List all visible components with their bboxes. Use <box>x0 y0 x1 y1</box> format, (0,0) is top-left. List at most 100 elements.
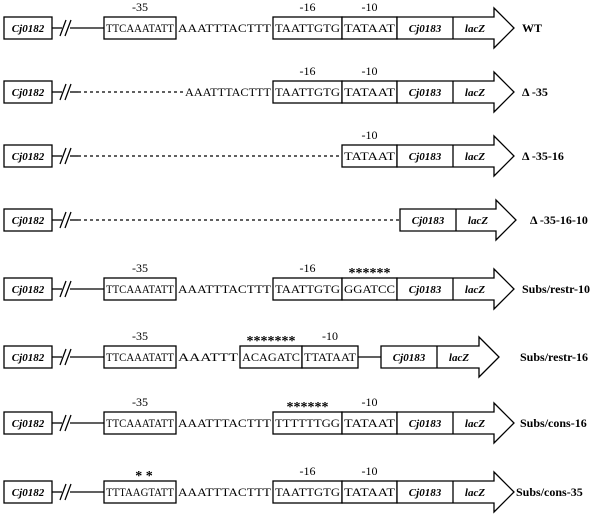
reporter-gene-label: lacZ <box>465 284 485 296</box>
minus35-box-sequence: TTCAAATATT <box>106 352 174 364</box>
downstream-gene-label: Cj0183 <box>409 487 442 499</box>
downstream-gene-label: Cj0183 <box>409 284 442 296</box>
break-slash <box>64 83 72 101</box>
break-slash <box>59 483 67 501</box>
minus10-box-sequence: TTATAAT <box>304 352 356 364</box>
upstream-gene-label: Cj0182 <box>12 151 45 163</box>
reporter-arrow <box>396 470 515 514</box>
upstream-gene-label: Cj0182 <box>12 284 45 296</box>
reporter-arrow <box>396 70 515 114</box>
break-slash <box>59 83 67 101</box>
minus10-marker: -10 <box>322 329 338 343</box>
minus35-box-sequence: TTTAAGTATT <box>106 487 174 499</box>
construct-row: Cj0182 Cj0183 lacZ Δ -35-16-10 <box>3 198 588 242</box>
downstream-gene-label: Cj0183 <box>409 418 442 430</box>
minus16-marker: -16 <box>300 64 316 78</box>
minus10-marker: -10 <box>362 0 378 14</box>
construct-label: Δ -35-16 <box>522 149 564 163</box>
downstream-gene-label: Cj0183 <box>409 151 442 163</box>
break-slash <box>64 280 72 298</box>
minus16-box-sequence: TAATTGTG <box>275 23 340 35</box>
substitution-asterisks: ****** <box>349 266 391 281</box>
break-slash <box>59 19 67 37</box>
construct-label: Subs/restr-10 <box>522 282 590 296</box>
minus35-box <box>103 277 177 301</box>
spacer-sequence: AAATTTACTTT <box>185 87 271 99</box>
minus10-box-sequence: GGATCC <box>344 284 395 296</box>
minus10-box-sequence: TATAAT <box>344 87 395 99</box>
construct-label: Subs/restr-16 <box>520 350 588 364</box>
break-slash <box>59 147 67 165</box>
reporter-arrow <box>396 6 515 50</box>
reporter-arrow <box>380 335 500 379</box>
reporter-gene-label: lacZ <box>465 151 485 163</box>
break-slash <box>64 211 72 229</box>
construct-label: Subs/cons-16 <box>520 416 587 430</box>
upstream-gene-label: Cj0182 <box>12 215 45 227</box>
construct-label: Δ -35-16-10 <box>530 213 588 227</box>
spacer-sequence: AAATTTACTTT <box>178 418 271 430</box>
spacer-sequence: AAATTTACTTT <box>178 284 271 296</box>
minus10-box-sequence: TATAAT <box>344 487 395 499</box>
reporter-arrow <box>396 267 515 311</box>
reporter-arrow <box>396 401 515 445</box>
spacer-sequence: AAATTTACTTT <box>178 23 271 35</box>
minus16-marker: -16 <box>300 0 316 14</box>
construct-label: WT <box>522 21 542 35</box>
break-slash <box>59 211 67 229</box>
minus10-marker: -10 <box>362 395 378 409</box>
minus35-marker: -35 <box>132 0 148 14</box>
minus35-box-sequence: TTCAAATATT <box>106 284 174 296</box>
reporter-arrow <box>396 134 515 178</box>
minus10-box-sequence: TATAAT <box>344 151 395 163</box>
minus35-marker: -35 <box>132 261 148 275</box>
break-slash <box>64 147 72 165</box>
upstream-gene-label: Cj0182 <box>12 352 45 364</box>
minus35-marker: -35 <box>132 395 148 409</box>
downstream-gene-label: Cj0183 <box>409 23 442 35</box>
minus10-box-sequence: TATAAT <box>344 23 395 35</box>
reporter-gene-label: lacZ <box>465 87 485 99</box>
reporter-gene-label: lacZ <box>449 352 469 364</box>
minus35-box <box>103 16 177 40</box>
minus16-box-sequence: TAATTGTG <box>275 87 340 99</box>
downstream-gene-label: Cj0183 <box>393 352 426 364</box>
minus16-box-sequence: TTTTTTGG <box>275 418 340 430</box>
minus16-box-sequence: TAATTGTG <box>275 284 340 296</box>
minus35-box-sequence: TTCAAATATT <box>106 418 174 430</box>
substitution-asterisks: * * <box>135 469 153 484</box>
spacer-sequence: AAATTT <box>178 352 238 364</box>
break-slash <box>59 348 67 366</box>
break-slash <box>64 483 72 501</box>
reporter-gene-label: lacZ <box>468 215 488 227</box>
substitution-asterisks: ****** <box>287 400 329 415</box>
reporter-arrow <box>399 198 517 242</box>
minus10-marker: -10 <box>362 464 378 478</box>
construct-label: Δ -35 <box>522 85 548 99</box>
upstream-gene-label: Cj0182 <box>12 418 45 430</box>
upstream-gene-label: Cj0182 <box>12 487 45 499</box>
reporter-gene-label: lacZ <box>465 418 485 430</box>
minus10-marker: -10 <box>362 128 378 142</box>
downstream-gene-label: Cj0183 <box>409 87 442 99</box>
downstream-gene-label: Cj0183 <box>412 215 445 227</box>
upstream-gene-label: Cj0182 <box>12 87 45 99</box>
break-slash <box>59 280 67 298</box>
break-slash <box>59 414 67 432</box>
minus35-box-sequence: TTCAAATATT <box>106 23 174 35</box>
minus35-box <box>103 411 177 435</box>
minus16-box-sequence: ACAGATC <box>242 352 300 364</box>
minus16-marker: -16 <box>300 464 316 478</box>
substitution-asterisks: ******* <box>247 334 296 349</box>
break-slash <box>64 19 72 37</box>
minus35-marker: -35 <box>132 329 148 343</box>
reporter-gene-label: lacZ <box>465 23 485 35</box>
minus16-box-sequence: TAATTGTG <box>275 487 340 499</box>
